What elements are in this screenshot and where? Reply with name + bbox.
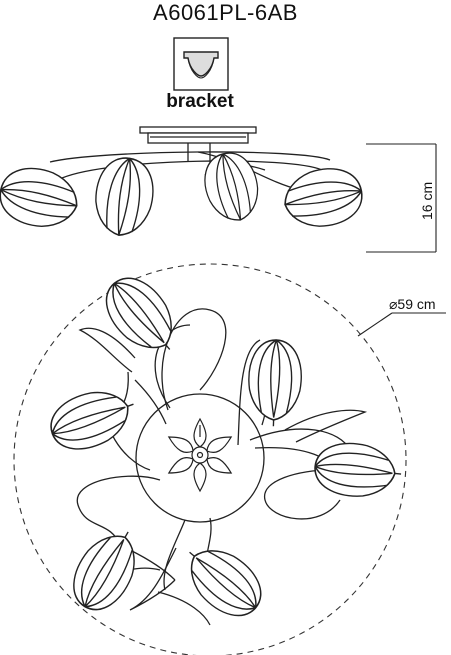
- model-number-title: A6061PL-6AB: [153, 0, 298, 25]
- diameter-circle: [13, 263, 407, 655]
- bracket-icon: [173, 37, 229, 91]
- side-view-drawing: [0, 126, 368, 240]
- diameter-leader: [357, 312, 446, 337]
- height-dimension: [366, 143, 437, 253]
- diameter-label: ⌀59 cm: [389, 296, 436, 312]
- bracket-label: bracket: [166, 91, 234, 112]
- height-label: 16 cm: [419, 182, 435, 220]
- center-flower-icon: [167, 417, 233, 493]
